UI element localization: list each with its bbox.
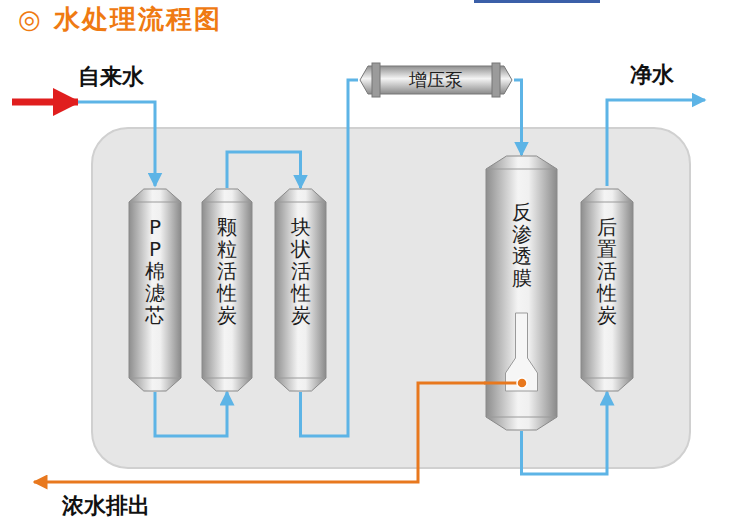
cap-line: [203, 378, 251, 379]
filter-cartridge: 颗粒活性炭: [200, 188, 254, 392]
water-pipe: [155, 392, 227, 436]
node-text: 颗粒活性炭: [217, 216, 237, 326]
node-text: 增压泵: [358, 69, 514, 91]
water-pipe: [227, 152, 301, 188]
node-text: PP棉滤芯: [145, 216, 165, 326]
outlet-tube: [506, 313, 538, 391]
pump-unit: 增压泵: [358, 62, 514, 98]
pump-band: [372, 63, 380, 97]
pump-band: [492, 63, 500, 97]
cap-line: [276, 378, 325, 379]
cap-line: [130, 378, 180, 379]
waste-port: [517, 378, 527, 388]
waste-pipe: [34, 383, 490, 482]
flow-label: 浓水排出: [62, 491, 150, 521]
cylinder-body: [486, 156, 557, 430]
cap-line: [203, 202, 251, 203]
cap-line: [130, 202, 180, 203]
cap-line: [582, 202, 632, 203]
filter-cartridge: PP棉滤芯: [127, 188, 183, 392]
cylinder-body: [581, 189, 633, 391]
flow-label: 自来水: [78, 62, 144, 92]
filter-cartridge: 反渗透膜: [484, 155, 559, 431]
water-pipe: [514, 80, 522, 155]
cylinder-shape: [484, 155, 559, 431]
filter-cartridge: 后置活性炭: [579, 188, 635, 392]
cylinder-body: [202, 189, 252, 391]
node-text: 块状活性炭: [291, 216, 311, 326]
inlet-arrow: [12, 99, 78, 106]
filter-cartridge: 块状活性炭: [273, 188, 328, 392]
inlet-pipe: [78, 102, 155, 186]
cap-line: [487, 169, 556, 170]
diagram-title: ◎ 水处理流程图: [18, 2, 222, 37]
cylinder-body: [275, 189, 326, 391]
node-text: 反渗透膜: [512, 201, 532, 289]
flow-label: 净水: [630, 60, 674, 90]
node-text: 后置活性炭: [597, 216, 617, 326]
cap-line: [582, 378, 632, 379]
outlet-pipe: [607, 100, 705, 186]
cap-line: [276, 202, 325, 203]
housing-panel: [92, 128, 690, 468]
cylinder-body: [129, 189, 181, 391]
top-bar: [474, 0, 600, 3]
cap-line: [487, 417, 556, 418]
